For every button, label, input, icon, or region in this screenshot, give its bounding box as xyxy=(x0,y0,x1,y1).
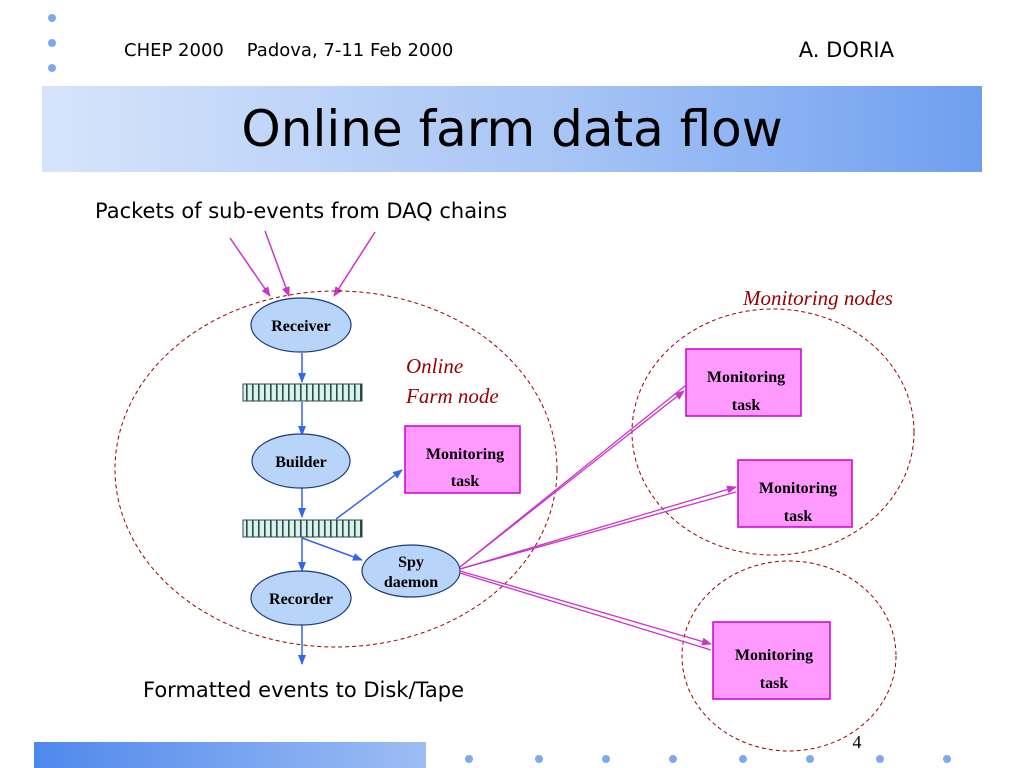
event-buffer xyxy=(242,383,363,402)
spy-arrow xyxy=(459,570,712,646)
input-label: Packets of sub-events from DAQ chains xyxy=(95,199,507,223)
monitoring-task-box xyxy=(404,425,521,494)
input-arrow xyxy=(229,237,271,297)
receiver-label: Receiver xyxy=(271,318,331,335)
decorative-dot xyxy=(876,755,884,763)
input-arrow xyxy=(333,231,376,297)
decorative-dot xyxy=(602,755,610,763)
decorative-dot xyxy=(535,755,543,763)
decorative-dot xyxy=(806,755,814,763)
title-band xyxy=(42,86,982,172)
monitoring-task-label: task xyxy=(732,397,761,414)
monitoring-task-label: Monitoring xyxy=(759,480,837,497)
monitoring-task-label: Monitoring xyxy=(426,446,504,463)
online-farm-node-boundary xyxy=(114,290,558,648)
builder-label: Builder xyxy=(275,454,327,471)
spy-arrow xyxy=(459,491,737,570)
online-farm-label: Farm node xyxy=(405,384,499,408)
decorative-dot xyxy=(943,755,951,763)
spy-daemon-label: Spy xyxy=(398,554,424,571)
author-header: A. DORIA xyxy=(798,38,894,62)
output-label: Formatted events to Disk/Tape xyxy=(143,678,464,702)
decorative-dot xyxy=(48,14,56,22)
page-number: 4 xyxy=(853,732,862,752)
spy-arrow xyxy=(459,485,737,570)
flow-arrow xyxy=(335,469,403,520)
decorative-dot xyxy=(48,64,56,72)
decorative-dot xyxy=(669,755,677,763)
monitoring-task-label: task xyxy=(760,675,789,692)
monitoring-task-box xyxy=(712,621,831,700)
decorative-dot xyxy=(739,755,747,763)
flow-arrow xyxy=(301,537,363,561)
receiver-node xyxy=(250,297,352,353)
monitoring-task-label: Monitoring xyxy=(735,647,813,664)
monitoring-task-label: task xyxy=(451,473,480,490)
conference-header: CHEP 2000 Padova, 7-11 Feb 2000 xyxy=(124,40,454,61)
recorder-label: Recorder xyxy=(269,591,333,608)
spy-daemon-label: daemon xyxy=(384,574,438,591)
monitoring-task-box xyxy=(737,459,853,528)
decorative-dot xyxy=(48,39,56,47)
input-arrow xyxy=(264,230,290,297)
spy-arrow xyxy=(459,385,686,568)
recorder-node xyxy=(250,570,352,626)
builder-node xyxy=(251,433,351,489)
spy-arrow xyxy=(459,572,712,651)
footer-bar xyxy=(34,742,426,768)
online-farm-label: Online xyxy=(406,354,463,378)
monitoring-node-boundary xyxy=(681,560,897,752)
monitoring-nodes-label: Monitoring nodes xyxy=(742,286,893,310)
event-buffer xyxy=(242,519,363,538)
slide-title: Online farm data flow xyxy=(241,100,783,158)
monitoring-task-label: task xyxy=(784,508,813,525)
monitoring-task-box xyxy=(685,348,802,417)
monitoring-task-label: Monitoring xyxy=(707,369,785,386)
decorative-dot xyxy=(465,755,473,763)
